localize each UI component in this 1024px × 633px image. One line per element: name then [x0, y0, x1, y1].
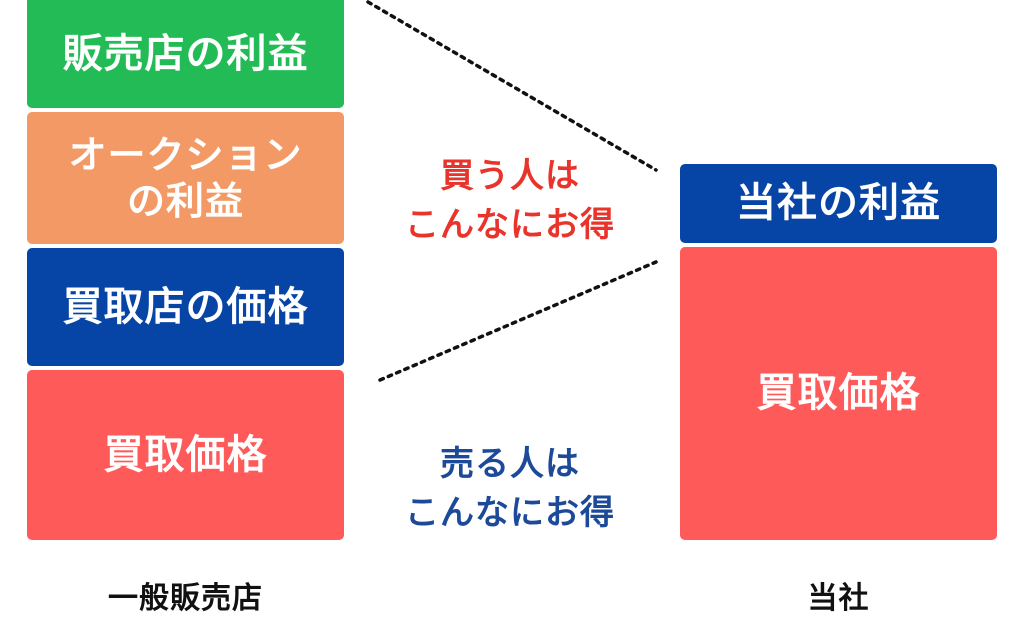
retailer-profit-block: 販売店の利益	[27, 0, 344, 108]
seller-benefit-text: 売る人は こんなにお得	[405, 444, 615, 534]
general-retailer-caption: 一般販売店	[108, 581, 263, 616]
our-profit-block: 当社の利益	[680, 164, 997, 243]
auction-profit-label: オークション の利益	[68, 132, 303, 223]
purchase-price-block-right: 買取価格	[680, 247, 997, 540]
buyer-benefit-text: 買う人は こんなにお得	[405, 156, 615, 246]
connector-line-bottom	[378, 260, 658, 382]
purchase-price-label-right: 買取価格	[756, 370, 921, 417]
our-profit-label: 当社の利益	[736, 180, 941, 227]
purchase-price-block-left: 買取価格	[27, 370, 344, 540]
purchase-price-label-left: 買取価格	[103, 431, 268, 478]
auction-profit-block: オークション の利益	[27, 112, 344, 244]
buyback-store-price-label: 買取店の価格	[62, 283, 309, 330]
retailer-profit-label: 販売店の利益	[62, 30, 309, 77]
connector-line-top	[366, 0, 658, 172]
our-company-caption: 当社	[807, 581, 870, 616]
buyback-store-price-block: 買取店の価格	[27, 248, 344, 366]
